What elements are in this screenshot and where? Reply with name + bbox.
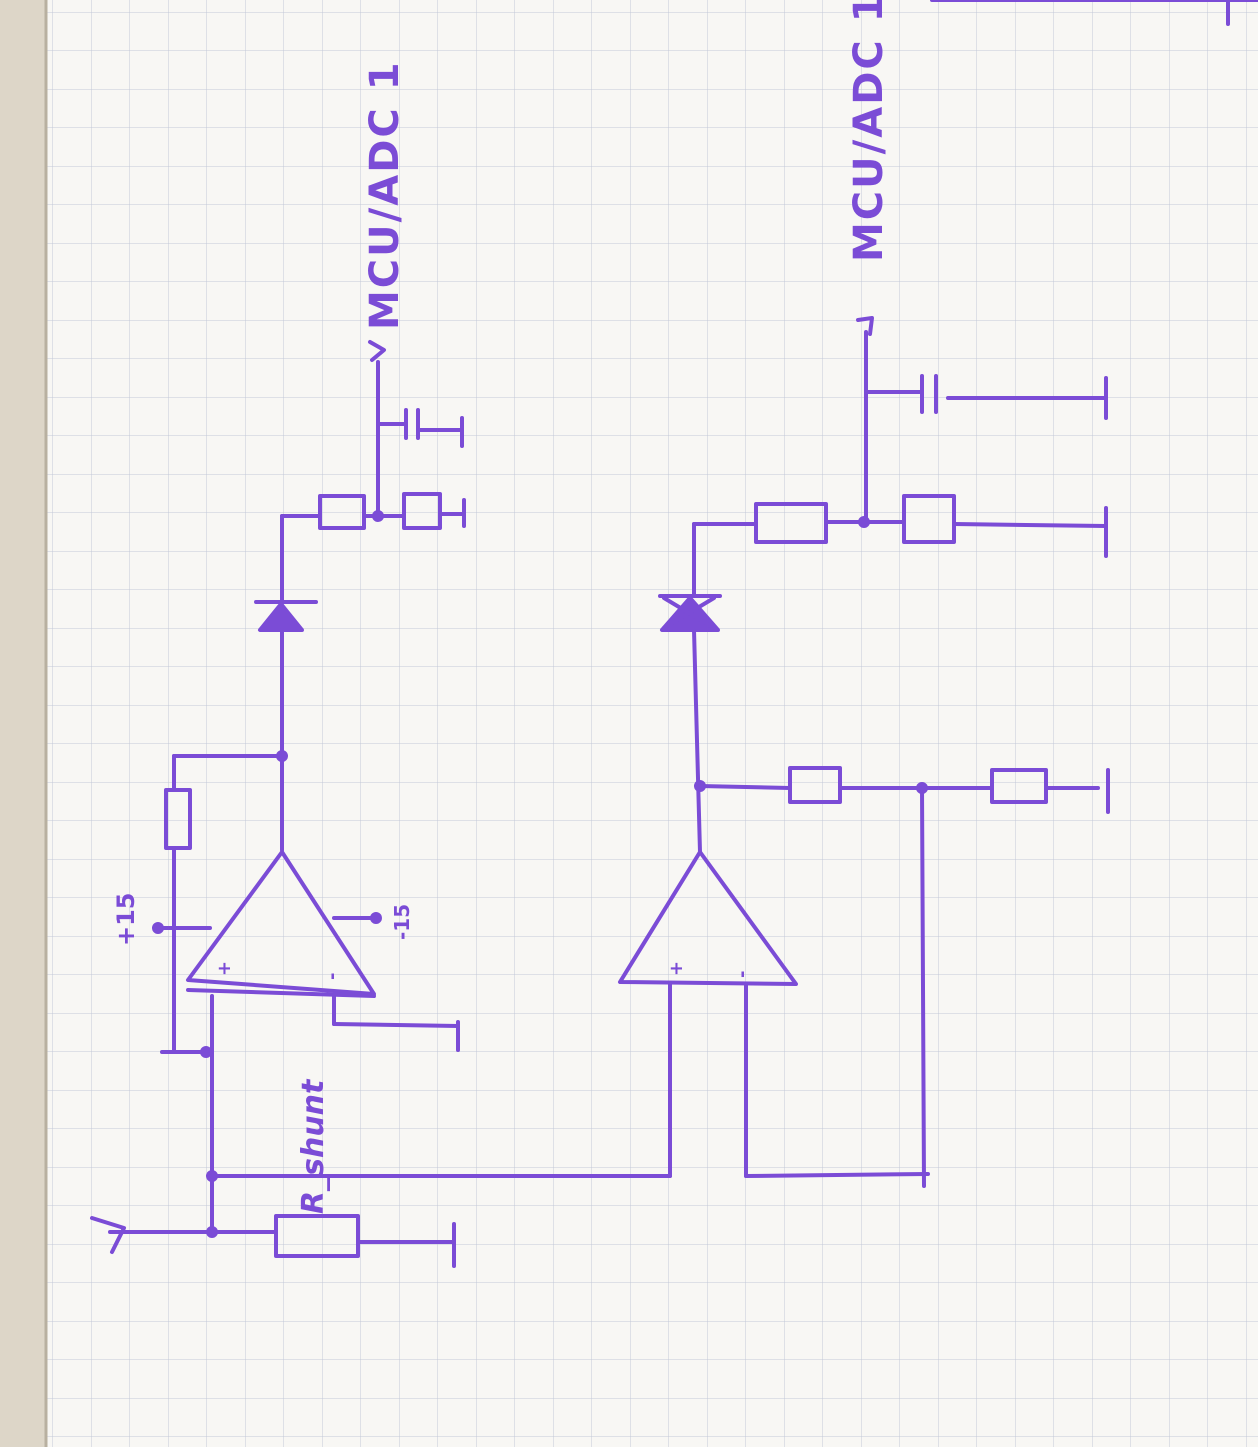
junction xyxy=(858,516,870,528)
gain-resistor-a xyxy=(788,766,842,804)
junction xyxy=(276,750,288,762)
gain-lead-a xyxy=(698,784,792,790)
adc2-arrow xyxy=(856,316,874,336)
divider1-resistor-a xyxy=(318,494,366,530)
opamp-b-return-line xyxy=(744,1172,930,1178)
opamp-a-minus-label: - xyxy=(322,972,343,980)
divider1-resistor-b xyxy=(402,492,442,530)
grid-background xyxy=(44,0,1258,1447)
rshunt-label: R_shunt xyxy=(296,1079,331,1214)
divider2-ground-lead xyxy=(952,522,1108,528)
opamp-b-plus-label: + xyxy=(666,960,687,976)
circuit-drawing xyxy=(90,0,1258,1268)
junction xyxy=(372,510,384,522)
pos-supply-terminal xyxy=(152,922,164,934)
diode2-cross-b xyxy=(662,596,716,630)
input-terminal-arrow xyxy=(90,1216,126,1254)
binding-edge xyxy=(0,0,46,1447)
divider2-resistor-b xyxy=(902,494,956,544)
pos-supply-label: +15 xyxy=(112,892,140,946)
diode2-lower-lead xyxy=(692,628,702,854)
opamp-b-minus-label: - xyxy=(732,970,753,978)
gain-return xyxy=(920,786,926,1188)
feedback1-resistor xyxy=(164,788,192,850)
opamp-a-base-line xyxy=(186,988,376,998)
shunt-resistor xyxy=(274,1214,360,1258)
opamp-a-triangle xyxy=(186,850,376,996)
adc2-label: MCU/ADC 1 xyxy=(846,0,892,262)
adc1-arrow xyxy=(368,340,386,362)
opamp-a-minus-ground xyxy=(332,1022,460,1028)
neg-supply-terminal xyxy=(370,912,382,924)
opamp-b-triangle xyxy=(618,850,798,986)
neg-supply-label: -15 xyxy=(390,903,414,940)
adc1-label: MCU/ADC 1 xyxy=(362,60,408,330)
opamp-a-plus-label: + xyxy=(214,960,235,976)
